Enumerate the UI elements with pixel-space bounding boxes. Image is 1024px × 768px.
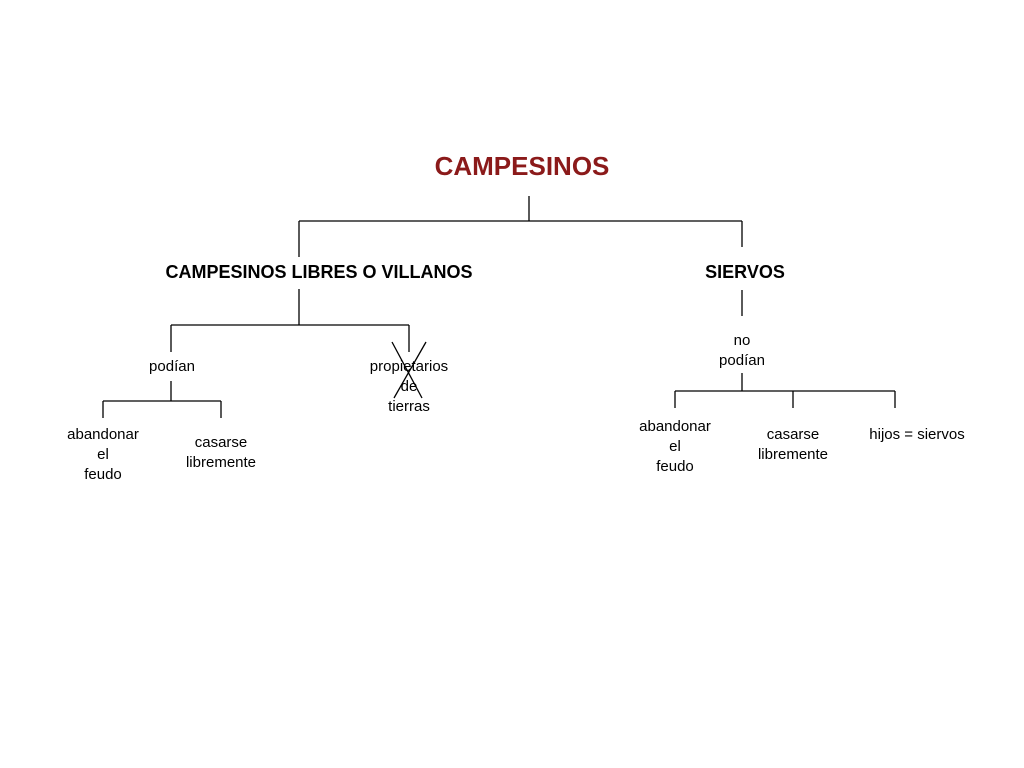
- siervos-node-label: SIERVOS: [705, 262, 785, 282]
- propietarios-label: propietarios de tierras: [369, 358, 449, 415]
- podian-label: podían: [149, 358, 195, 375]
- siervos-item-hijos: hijos = siervos: [869, 426, 965, 443]
- libres-node-label: CAMPESINOS LIBRES O VILLANOS: [165, 262, 473, 282]
- no-podian-label: no podían: [719, 332, 765, 369]
- cross-out-mark: [391, 341, 427, 399]
- root-node-title: CAMPESINOS: [434, 151, 610, 181]
- siervos-item-abandonar: abandonar el feudo: [639, 418, 711, 475]
- libres-item-casarse: casarse libremente: [185, 434, 257, 471]
- libres-item-abandonar: abandonar el feudo: [67, 426, 139, 483]
- siervos-item-casarse: casarse libremente: [757, 426, 829, 463]
